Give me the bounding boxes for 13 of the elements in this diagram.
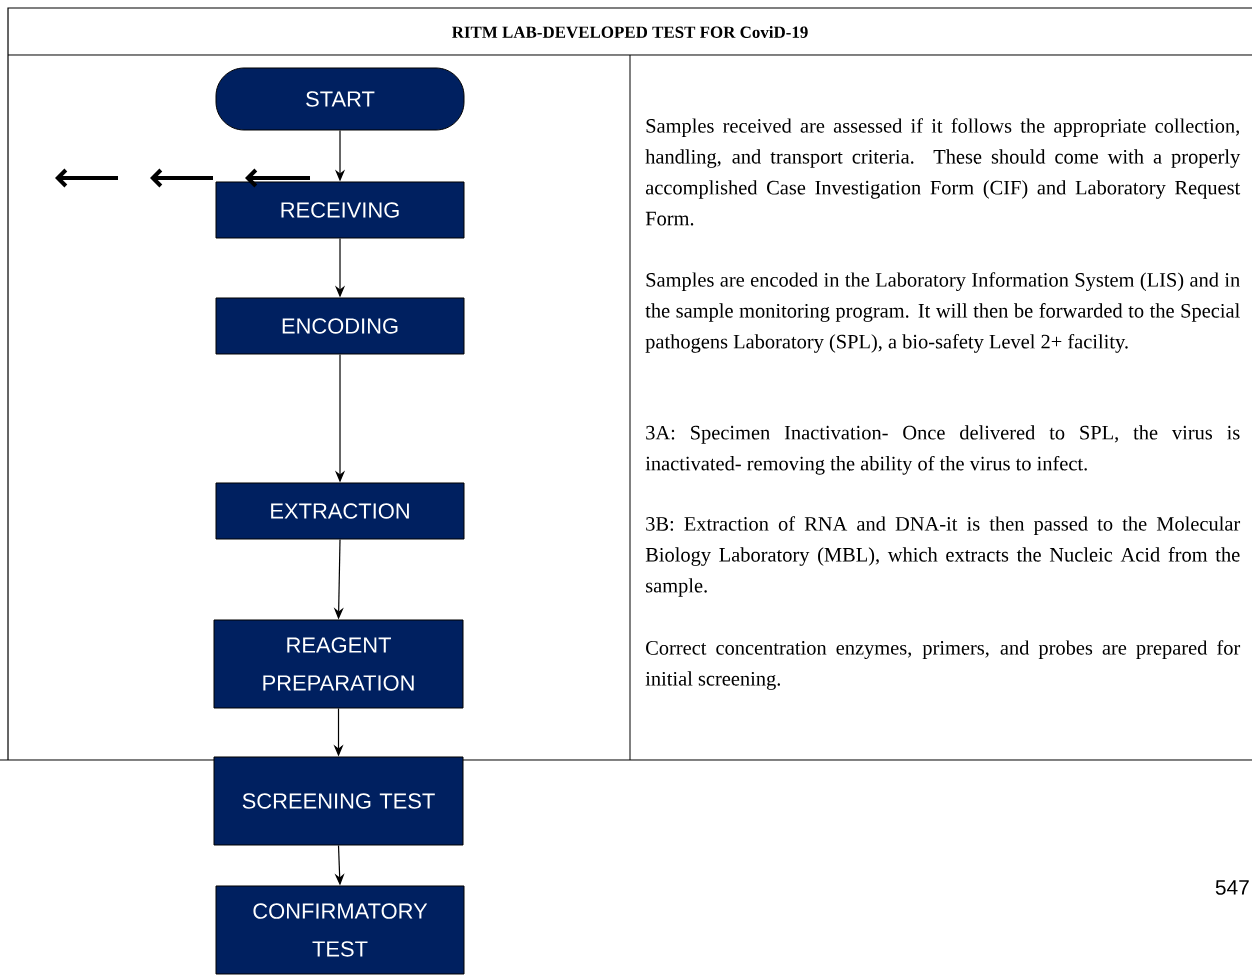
paragraph: 3B: Extraction of RNA and DNA-it is then passed to the Molecular Biology Laboratory (MBL), which extracts the Nucleic Acid from the sample. — [645, 516, 1241, 597]
paragraph: Samples received are assessed if it follows the appropriate collection, handling, and transport criteria. These should come with a properly accomplished Case Investigation Form (CIF) and Laboratory Request Form. — [645, 118, 1241, 226]
process-box: RECEIVING — [215, 181, 465, 239]
process-box: EXTRACTION — [215, 482, 465, 540]
table-title: RITM LAB-DEVELOPED TEST FOR CoviD-19 — [452, 26, 808, 38]
process-box: ENCODING — [215, 297, 465, 355]
process-box: SCREENING TEST — [213, 756, 464, 846]
paragraph: 3A: Specimen Inactivation- Once delivered to SPL, the virus is inactivated- removing the ability of the virus to infect. — [645, 425, 1240, 475]
process-box: REAGENT PREPARATION — [213, 619, 464, 709]
paragraph: Samples are encoded in the Laboratory Information System (LIS) and in the sample monitoring program. It will then be forwarded to the Special pathogens Laboratory (SPL), a bio-safety Level 2+ facility. — [645, 272, 1240, 353]
page-number: 547 — [1215, 880, 1249, 895]
paragraph: Correct concentration enzymes, primers, and probes are prepared for initial screening. — [645, 640, 1241, 690]
process-box: CONFIRMATORY TEST — [215, 885, 465, 975]
